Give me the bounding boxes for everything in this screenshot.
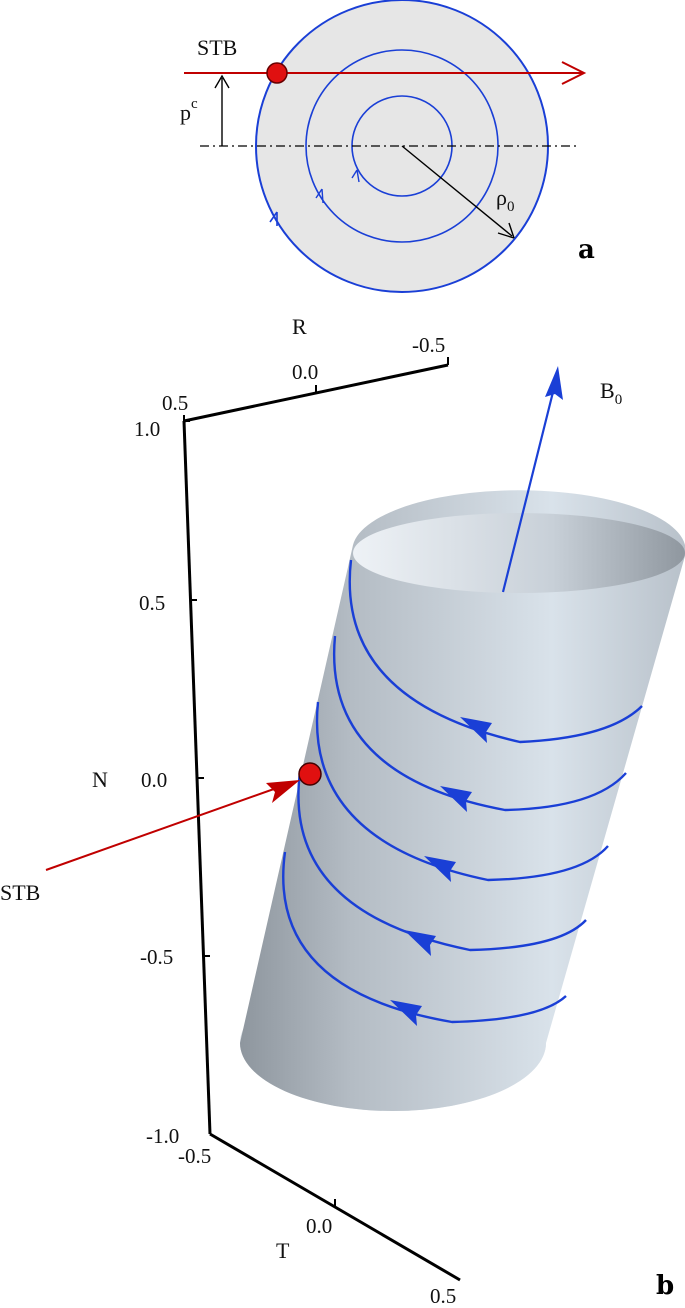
- field-direction-arrow: [390, 1000, 422, 1026]
- n-tick-label: -1.0: [146, 1124, 179, 1148]
- n-tick-label: 0.0: [141, 768, 167, 792]
- stb-trajectory-arrowhead: [561, 61, 587, 85]
- n-tick-label: 0.5: [139, 591, 165, 615]
- field-direction-arrow: [460, 717, 492, 743]
- t-tick-label: 0.5: [430, 1284, 456, 1308]
- n-tick-label: 1.0: [134, 417, 160, 441]
- stb-trajectory-b: [45, 783, 289, 871]
- t-axis-label: T: [276, 1238, 290, 1263]
- field-direction-arrow-middle: [315, 188, 324, 204]
- r-tick-label: 0.0: [292, 360, 318, 384]
- stb-label-b: STB: [0, 880, 40, 905]
- stb-label-a: STB: [197, 35, 237, 60]
- r-tick-label: 0.5: [162, 391, 188, 415]
- b0-label-base: B: [600, 378, 615, 403]
- stb-trajectory-b-arrowhead: [266, 780, 300, 803]
- r-tick-label: -0.5: [412, 333, 445, 357]
- field-direction-arrow: [440, 786, 472, 812]
- panel-b: 0.5 0.0 -0.5 R 1.0 0.5 0.0 -0.5 -1.0 N -…: [0, 314, 685, 1308]
- n-tick-label: -0.5: [140, 945, 173, 969]
- helix-arrowheads: [390, 717, 492, 1026]
- stb-marker: [266, 62, 288, 84]
- field-direction-arrow-outer: [269, 211, 278, 226]
- helix-turn: [332, 635, 627, 812]
- field-direction-arrow-inner: [351, 169, 360, 183]
- rho-label-sub: 0: [507, 199, 515, 215]
- b0-label-sub: 0: [615, 392, 623, 408]
- panel-label-a: a: [578, 235, 595, 265]
- rho0-label: ρ0: [496, 185, 514, 215]
- panel-label-b: b: [656, 1271, 674, 1301]
- pc-label-sup: c: [191, 96, 198, 112]
- pc-arrowhead: [214, 74, 230, 89]
- r-axis-label: R: [292, 314, 307, 339]
- field-direction-arrow: [424, 856, 456, 882]
- b0-arrowhead: [545, 366, 563, 400]
- b0-label: B0: [600, 378, 622, 408]
- pc-label-base: p: [180, 100, 191, 125]
- cylinder-top-opening: [353, 513, 685, 593]
- pc-label: pc: [180, 96, 198, 125]
- radius-arrowhead: [497, 222, 515, 239]
- t-tick-label: 0.0: [306, 1214, 332, 1238]
- n-axis-label: N: [92, 767, 108, 792]
- panel-a: STB pc ρ0 a: [180, 0, 595, 293]
- rho-label-base: ρ: [496, 185, 507, 210]
- b0-arrow: [501, 379, 558, 593]
- field-direction-arrow: [404, 930, 436, 956]
- t-tick-label: -0.5: [178, 1144, 211, 1168]
- radius-arrow: [401, 145, 513, 237]
- stb-marker-b: [298, 762, 322, 786]
